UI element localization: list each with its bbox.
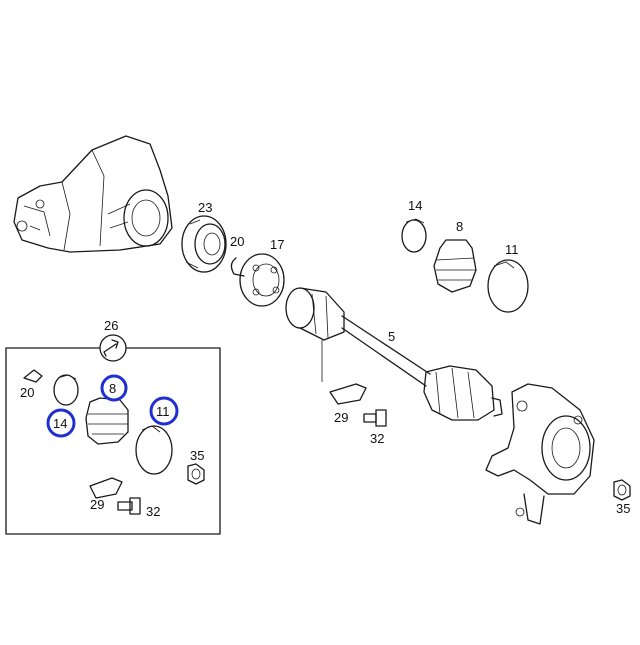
highlight-circle-8 [100,374,128,402]
differential-housing [13,135,173,253]
label-14-kit: 14 [53,416,67,431]
highlight-circle-11 [149,396,179,426]
label-11: 11 [505,242,519,257]
label-8-kit: 8 [109,381,116,396]
label-11-kit: 11 [156,404,170,419]
bolt-32 [363,409,387,427]
label-29-kit: 29 [90,497,104,512]
bearing-23 [181,215,227,273]
circlip-20 [230,257,245,277]
clamp-11-kit [135,425,173,475]
clamp-14 [401,218,427,253]
label-17: 17 [270,237,284,252]
label-26: 26 [104,318,118,333]
wheel-carrier [485,383,595,525]
label-35: 35 [616,501,630,516]
lock-plate-29 [329,383,367,405]
nut-35-kit [187,463,205,485]
drive-shaft-5 [285,287,503,421]
cv-joint-17 [239,253,285,307]
label-8: 8 [456,219,463,234]
lock-plate-29-kit [89,477,123,499]
label-5: 5 [388,329,395,344]
circlip-20-kit [23,369,43,383]
nut-35-right [613,479,631,501]
label-32: 32 [370,431,384,446]
label-20: 20 [230,234,244,249]
label-20-kit: 20 [20,385,34,400]
boot-8-kit [85,397,129,445]
label-32-kit: 32 [146,504,160,519]
label-14: 14 [408,198,422,213]
highlight-circle-14 [46,408,76,438]
label-29: 29 [334,410,348,425]
label-23: 23 [198,200,212,215]
bolt-32-kit [117,497,141,515]
clamp-14-kit [53,374,79,406]
kit-symbol-26 [99,334,127,362]
clamp-11 [487,259,529,313]
boot-8 [433,239,477,293]
label-35-kit: 35 [190,448,204,463]
